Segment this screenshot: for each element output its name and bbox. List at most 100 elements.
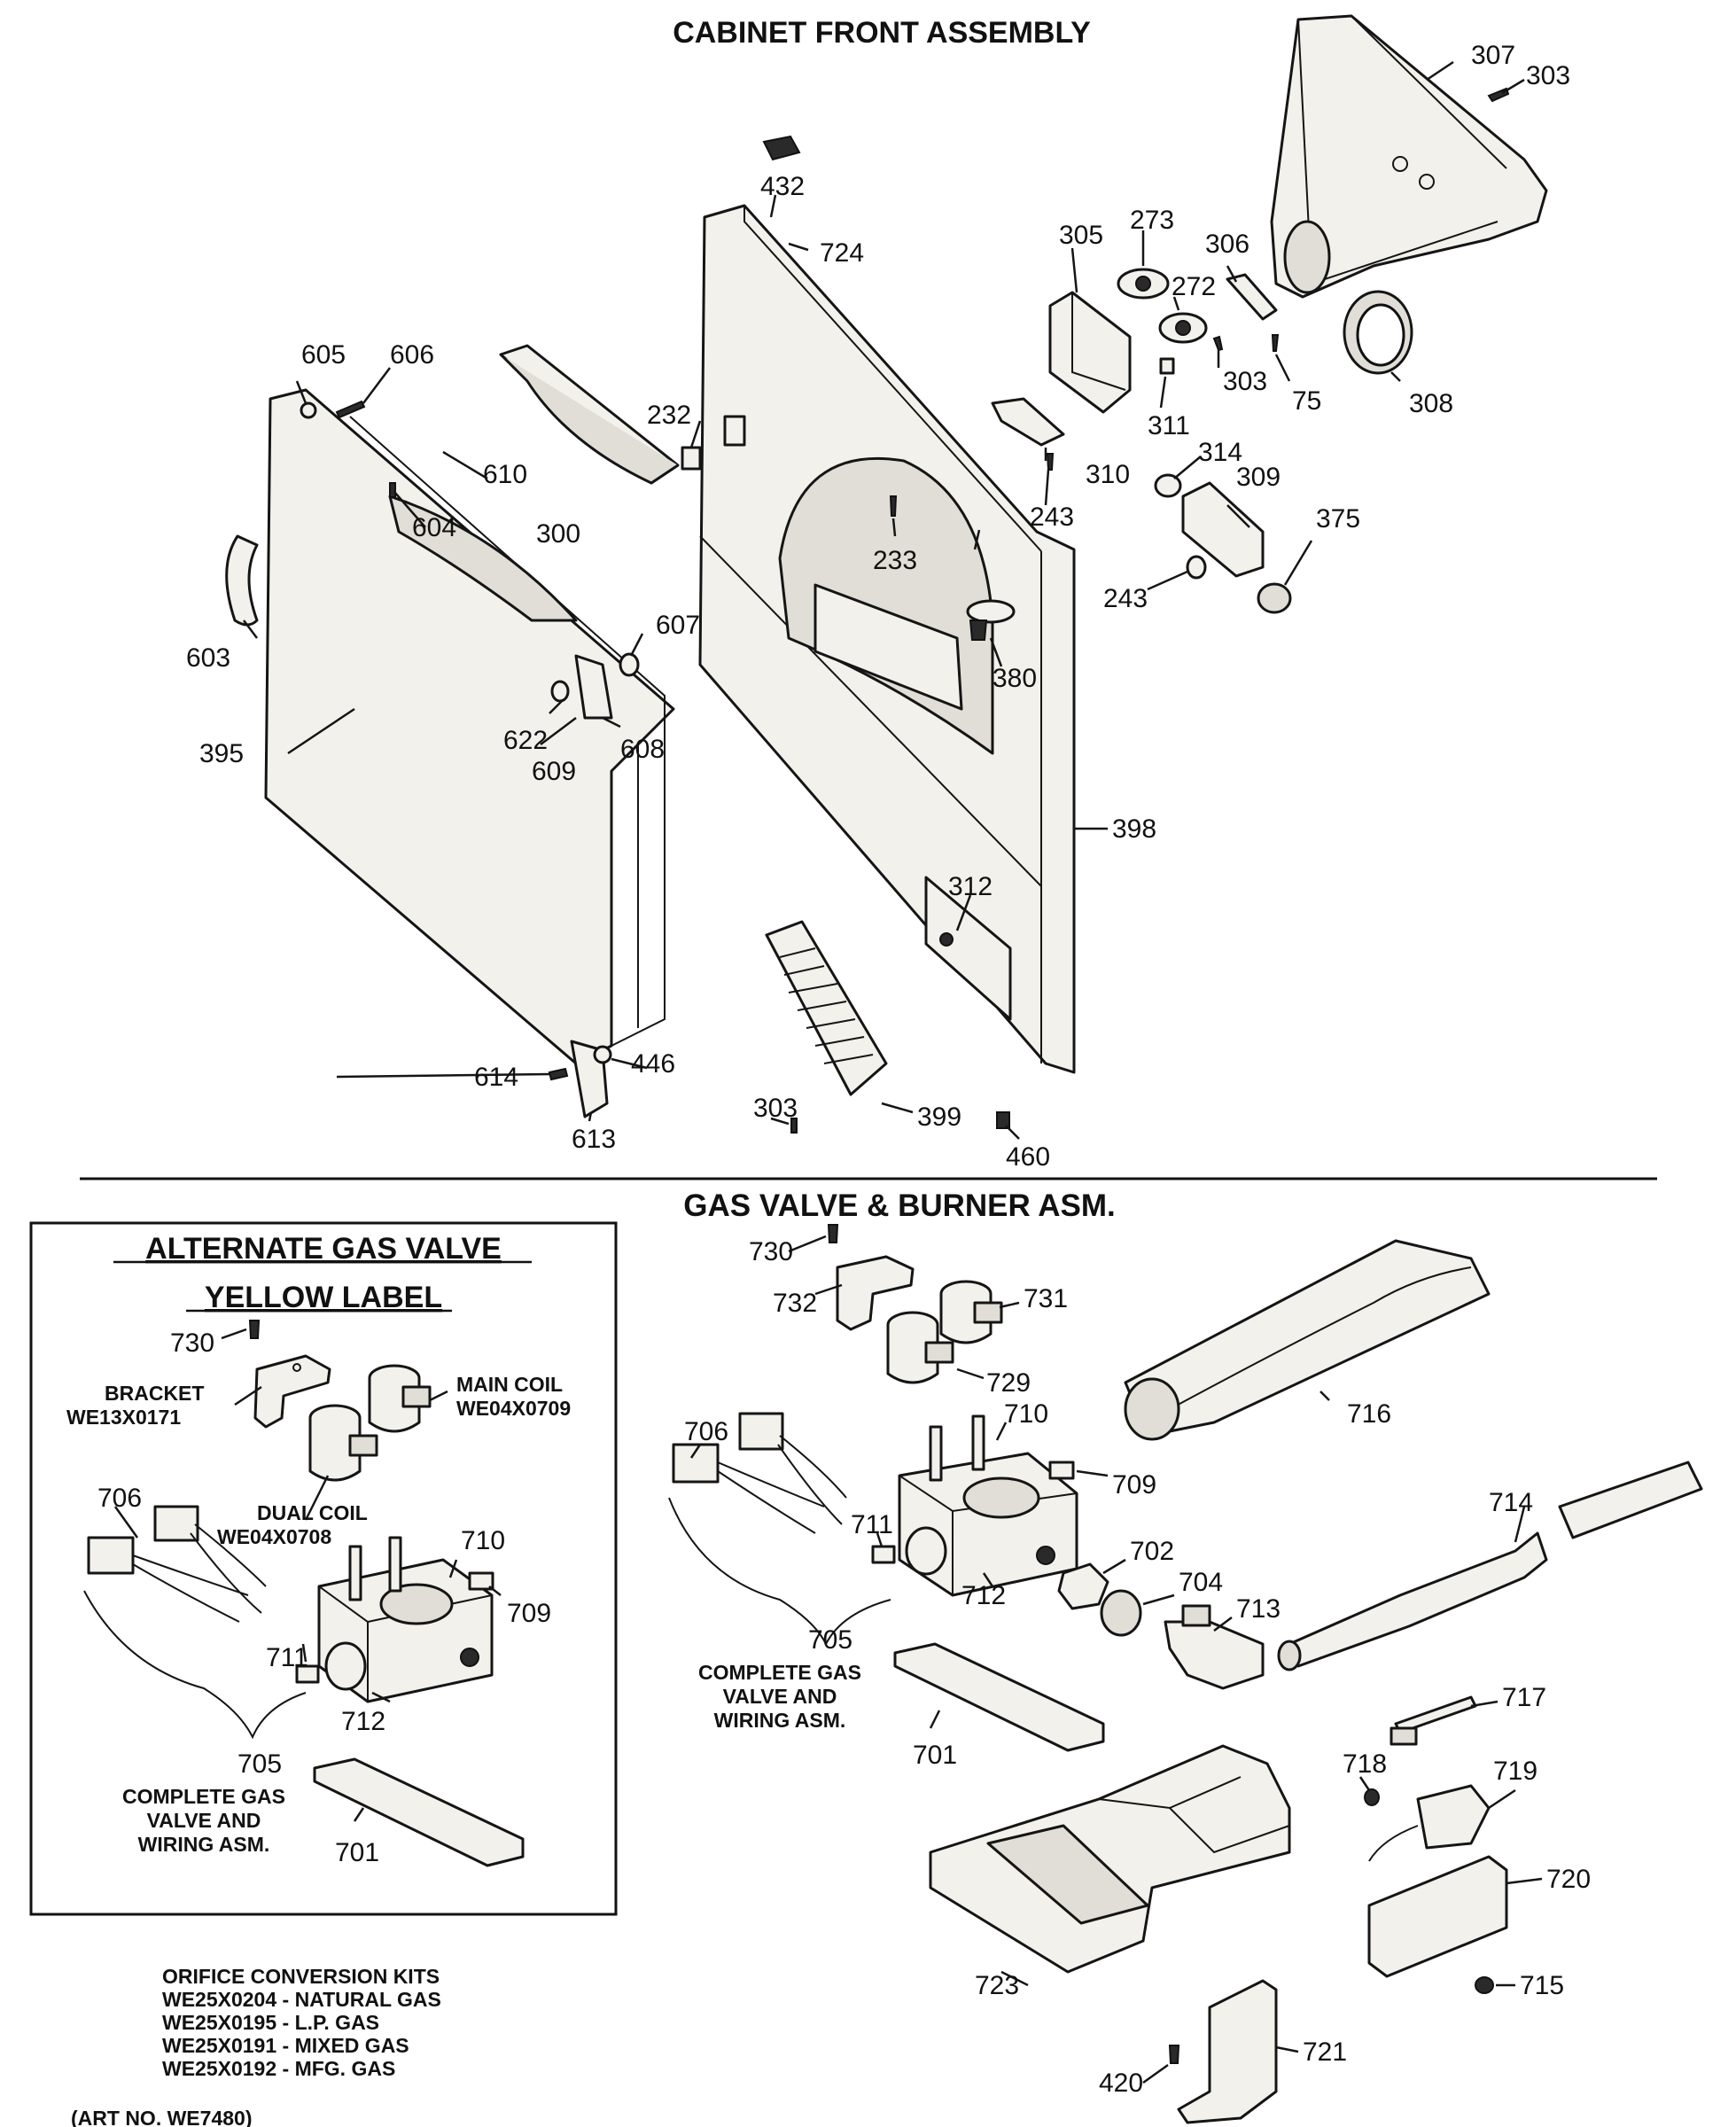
mounting-plate-part-720 xyxy=(1367,1855,1508,1978)
callout-732: 732 xyxy=(773,1289,817,1318)
burner-tube-part-716 xyxy=(1124,1239,1491,1441)
callout-724: 724 xyxy=(820,238,864,268)
fitting-709 xyxy=(1048,1461,1075,1480)
strip-part-310 xyxy=(991,397,1065,447)
fitting-711 xyxy=(871,1545,896,1564)
callout-613: 613 xyxy=(572,1125,616,1154)
screw-303-bottom xyxy=(790,1118,798,1134)
callout-608: 608 xyxy=(620,735,665,764)
flame-sensor-part-719 xyxy=(1368,1784,1491,1862)
screw-718 xyxy=(1364,1788,1380,1806)
clip-446 xyxy=(593,1045,612,1064)
inset-callout-705: 705 xyxy=(237,1749,282,1779)
shield-part-721 xyxy=(1177,1979,1278,2124)
gas-valve-body xyxy=(898,1414,1078,1597)
callout-706: 706 xyxy=(684,1417,728,1446)
screw-715 xyxy=(1475,1976,1494,1994)
thermostat-part-273 xyxy=(1117,268,1170,300)
cabinet-leader-lines xyxy=(243,60,1525,1140)
door-panel-part-395 xyxy=(264,388,675,1065)
bracket-part-732 xyxy=(836,1255,915,1331)
callout-605: 605 xyxy=(301,340,346,370)
inset-callout-710: 710 xyxy=(461,1526,505,1555)
igniter-part-717 xyxy=(1390,1695,1477,1746)
inset-callout-701: 701 xyxy=(335,1838,379,1867)
inset-bracket-701 xyxy=(313,1757,525,1867)
bracket-part-306 xyxy=(1226,273,1278,321)
orifice-kit-lp: WE25X0195 - L.P. GAS xyxy=(162,2011,379,2034)
alternate-title-1: ALTERNATE GAS VALVE xyxy=(145,1232,502,1266)
callout-730: 730 xyxy=(749,1237,793,1266)
main-complete-label-2: VALVE AND xyxy=(723,1685,837,1708)
hardware-605 xyxy=(300,401,317,419)
callout-303-bottom: 303 xyxy=(753,1094,798,1123)
inset-callout-712: 712 xyxy=(341,1707,385,1736)
callout-719: 719 xyxy=(1493,1757,1537,1786)
inset-wiring-706 xyxy=(87,1505,267,1623)
callout-399: 399 xyxy=(917,1102,961,1132)
callout-232: 232 xyxy=(647,401,691,430)
callout-704: 704 xyxy=(1179,1568,1223,1597)
callout-395: 395 xyxy=(199,739,244,768)
hinge-607 xyxy=(619,652,640,677)
callout-610: 610 xyxy=(483,460,527,489)
inset-fitting-711 xyxy=(295,1664,320,1684)
callout-398: 398 xyxy=(1112,814,1156,844)
switch-part-314 xyxy=(1154,473,1182,498)
shield-part-305 xyxy=(1048,291,1132,414)
orifice-kit-natural: WE25X0204 - NATURAL GAS xyxy=(162,1988,441,2011)
main-brace xyxy=(668,1497,891,1647)
callout-380: 380 xyxy=(993,664,1037,693)
callout-715: 715 xyxy=(1520,1971,1564,2000)
knob-part-375 xyxy=(1257,582,1292,614)
callout-718: 718 xyxy=(1343,1749,1387,1779)
inset-main-coil-label-1: MAIN COIL xyxy=(456,1373,563,1396)
alternate-valve-inset-box xyxy=(29,1221,618,1916)
grille-part-399 xyxy=(765,920,888,1096)
inset-dual-coil xyxy=(308,1404,378,1482)
inset-callout-706: 706 xyxy=(97,1484,142,1513)
clip-311 xyxy=(1159,357,1175,375)
inset-screw-730 xyxy=(248,1320,261,1339)
callout-701: 701 xyxy=(913,1741,957,1770)
callout-729: 729 xyxy=(986,1368,1031,1398)
lint-trap-part-300 xyxy=(499,344,680,485)
wiring-harness-706 xyxy=(672,1412,847,1534)
main-leader-lines xyxy=(689,1235,1543,2084)
inset-main-coil xyxy=(368,1364,432,1433)
callout-307: 307 xyxy=(1471,41,1515,70)
inset-main-coil-label-2: WE04X0709 xyxy=(456,1397,571,1420)
hinge-608 xyxy=(574,654,613,720)
screw-614 xyxy=(548,1067,569,1081)
inset-callout-709: 709 xyxy=(507,1599,551,1628)
screw-622 xyxy=(550,680,570,703)
callout-420: 420 xyxy=(1099,2069,1143,2098)
callout-716: 716 xyxy=(1347,1399,1391,1429)
callout-305: 305 xyxy=(1059,221,1103,250)
callout-702: 702 xyxy=(1130,1537,1174,1566)
callout-243-right: 243 xyxy=(1103,584,1148,613)
callout-622: 622 xyxy=(503,726,548,755)
inset-callout-711: 711 xyxy=(266,1643,308,1672)
callout-273: 273 xyxy=(1130,206,1174,235)
inset-fitting-709 xyxy=(468,1571,494,1591)
callout-711: 711 xyxy=(851,1510,893,1539)
clip-232 xyxy=(681,446,702,471)
inset-complete-label-1: COMPLETE GAS xyxy=(122,1785,285,1808)
orifice-kit-mfg: WE25X0192 - MFG. GAS xyxy=(162,2057,395,2080)
callout-713: 713 xyxy=(1236,1594,1281,1624)
inset-callout-730: 730 xyxy=(170,1328,214,1358)
screw-243-left xyxy=(1046,453,1055,471)
nut-part-702 xyxy=(1057,1562,1109,1610)
coil-part-729 xyxy=(886,1311,954,1384)
hardware-606 xyxy=(335,400,366,419)
screw-730 xyxy=(827,1224,839,1243)
callout-723: 723 xyxy=(975,1971,1019,2000)
callout-306: 306 xyxy=(1205,230,1249,259)
screw-75 xyxy=(1271,334,1280,352)
callout-308: 308 xyxy=(1409,389,1453,418)
callout-717: 717 xyxy=(1502,1683,1546,1712)
screw-303-mid xyxy=(1212,335,1224,352)
